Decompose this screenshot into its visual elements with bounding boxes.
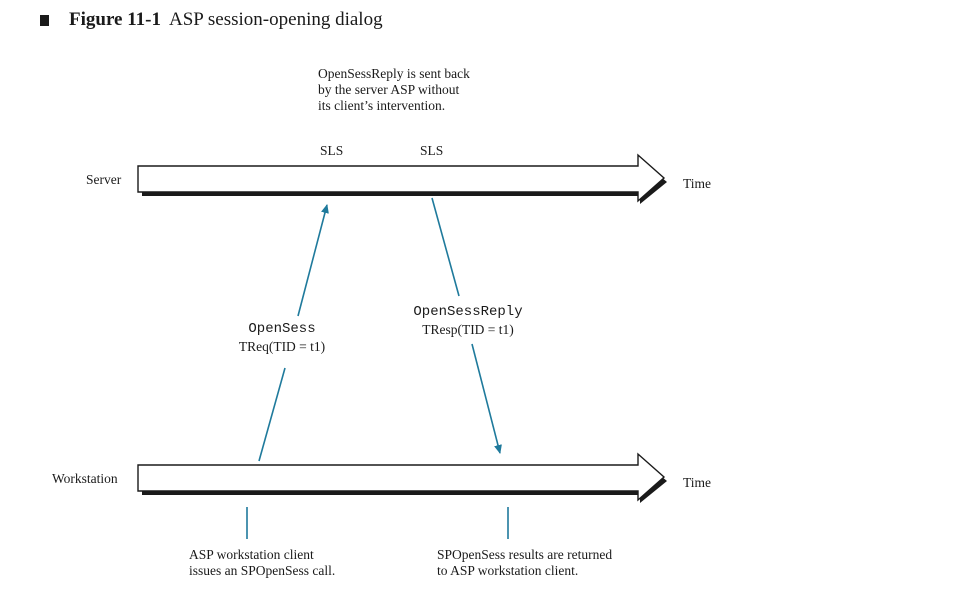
request-message-detail: TReq(TID = t1) — [238, 339, 326, 354]
server-note-line: by the server ASP without — [318, 82, 460, 97]
reply-arrow-upper-segment — [431, 197, 460, 297]
server-note-line: its client’s intervention. — [318, 98, 446, 113]
reply-message-name: OpenSessReply — [413, 304, 523, 320]
sls-marker-reply: SLS — [420, 143, 444, 158]
server-note-line: OpenSessReply is sent back — [318, 66, 470, 81]
request-message-label: OpenSess TReq(TID = t1) — [222, 321, 342, 355]
request-arrow-lower-segment — [258, 367, 286, 462]
call-note: ASP workstation client issues an SPOpenS… — [189, 547, 335, 579]
opensess-request-arrow — [258, 204, 329, 462]
call-note-line: ASP workstation client — [189, 547, 314, 562]
server-time-arrow — [137, 153, 667, 204]
result-note-line: SPOpenSess results are returned — [437, 547, 613, 562]
request-arrow-upper-segment — [297, 204, 329, 317]
result-note: SPOpenSess results are returned to ASP w… — [437, 547, 612, 579]
reply-message-detail: TResp(TID = t1) — [422, 322, 514, 337]
server-note: OpenSessReply is sent back by the server… — [318, 66, 470, 114]
opensess-reply-arrow — [431, 197, 502, 454]
server-lane-label: Server — [86, 172, 122, 187]
workstation-time-label: Time — [683, 475, 712, 490]
figure-heading: Figure 11-1 ASP session-opening dialog — [40, 7, 383, 33]
sls-marker-request: SLS — [320, 143, 344, 158]
call-note-line: issues an SPOpenSess call. — [189, 563, 336, 578]
workstation-time-arrow-body — [137, 452, 666, 502]
workstation-time-arrow — [137, 452, 667, 503]
server-time-arrow-body — [137, 153, 666, 203]
reply-message-label: OpenSessReply TResp(TID = t1) — [398, 304, 538, 338]
figure-title: ASP session-opening dialog — [169, 9, 383, 30]
server-time-label: Time — [683, 176, 712, 191]
workstation-lane-label: Workstation — [52, 471, 118, 486]
reply-arrow-lower-segment — [471, 343, 502, 454]
result-note-line: to ASP workstation client. — [437, 563, 579, 578]
figure-bullet-icon — [40, 14, 49, 26]
figure-number: Figure 11-1 — [69, 9, 162, 30]
request-message-name: OpenSess — [248, 321, 316, 337]
